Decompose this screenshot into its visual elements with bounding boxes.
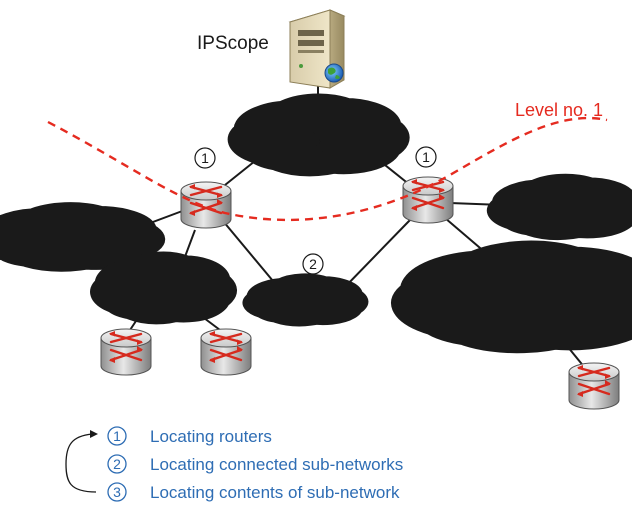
server-icon — [288, 9, 346, 89]
cloud-subnetwork-right — [523, 190, 609, 224]
svg-text:3: 3 — [314, 134, 322, 150]
marker-1-right: 1 — [415, 146, 437, 168]
legend-item-2-label: Locating connected sub-networks — [150, 455, 403, 474]
svg-text:1: 1 — [422, 149, 430, 165]
router-lower-right — [567, 361, 621, 411]
legend-item-3-label: Locating contents of sub-network — [150, 483, 400, 502]
legend-item-3-number: 3 — [113, 484, 121, 500]
router-right — [401, 175, 455, 225]
legend: 1 Locating routers 2 Locating connected … — [65, 426, 403, 502]
legend-item-1-number: 1 — [113, 428, 121, 444]
legend-item-3: 3 Locating contents of sub-network — [107, 482, 400, 502]
router-lower-b — [199, 327, 253, 377]
marker-2: 2 — [302, 253, 324, 275]
router-lower-a — [99, 327, 153, 377]
legend-item-1-label: Locating routers — [150, 427, 272, 446]
router-left — [179, 180, 233, 230]
svg-text:2: 2 — [309, 256, 317, 272]
level-label: Level no. 1 — [515, 100, 603, 120]
legend-loop-arrow — [65, 433, 97, 493]
legend-item-1: 1 Locating routers — [107, 426, 272, 446]
legend-item-2-number: 2 — [113, 456, 121, 472]
cloud-subnetwork-big-right — [455, 268, 607, 326]
svg-text:1: 1 — [201, 150, 209, 166]
marker-3: 3 — [307, 131, 329, 153]
cloud-subnetwork-lower-left — [124, 269, 204, 307]
server-label: IPScope — [197, 33, 269, 54]
arrowhead-icon — [90, 430, 98, 438]
link-left-router-cloud2 — [217, 214, 279, 288]
link-cloud2-right-router — [341, 219, 411, 291]
legend-item-2: 2 Locating connected sub-networks — [107, 454, 403, 474]
level-boundary-line — [47, 116, 608, 222]
marker-1-left: 1 — [194, 147, 216, 169]
cloud-subnetwork-left — [19, 219, 122, 255]
cloud-subnetwork-2 — [271, 286, 339, 313]
